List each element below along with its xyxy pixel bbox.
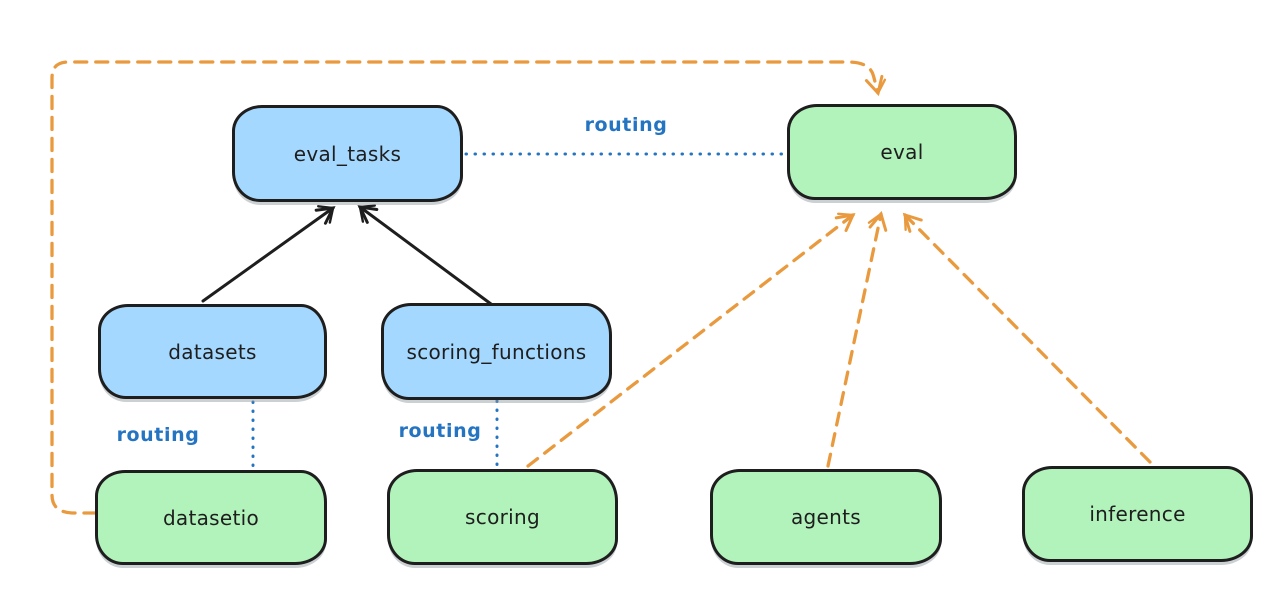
edge-label-routing-datasets-to-datasetio: routing (116, 424, 200, 446)
node-eval-tasks-label: eval_tasks (293, 141, 402, 166)
edge-scoring-functions-to-eval-tasks (357, 204, 493, 306)
edge-label-routing-eval-tasks-to-eval: routing (584, 114, 668, 136)
node-datasetio: datasetio (95, 470, 327, 565)
node-agents-label: agents (791, 505, 861, 529)
node-datasetio-label: datasetio (162, 505, 260, 530)
edge-inference-to-eval (902, 212, 1152, 464)
node-scoring-label: scoring (465, 505, 540, 529)
node-agents: agents (710, 469, 942, 565)
node-inference-label: inference (1089, 502, 1186, 526)
node-scoring-functions: scoring_functions (381, 303, 612, 400)
node-datasets: datasets (98, 304, 327, 399)
node-eval-tasks: eval_tasks (232, 105, 463, 202)
edge-agents-to-eval (826, 210, 888, 468)
node-eval-label: eval (880, 140, 924, 164)
node-datasets-label: datasets (168, 339, 257, 364)
node-scoring: scoring (387, 469, 618, 565)
edge-datasets-to-eval-tasks (201, 205, 336, 303)
node-eval: eval (787, 104, 1017, 200)
edge-scoring-to-eval (526, 212, 856, 468)
node-inference: inference (1022, 466, 1253, 562)
node-scoring-functions-label: scoring_functions (406, 339, 587, 364)
edge-datasetio-to-eval-loop (50, 60, 887, 515)
edge-label-routing-scoring-functions-to-scoring: routing (398, 420, 482, 442)
